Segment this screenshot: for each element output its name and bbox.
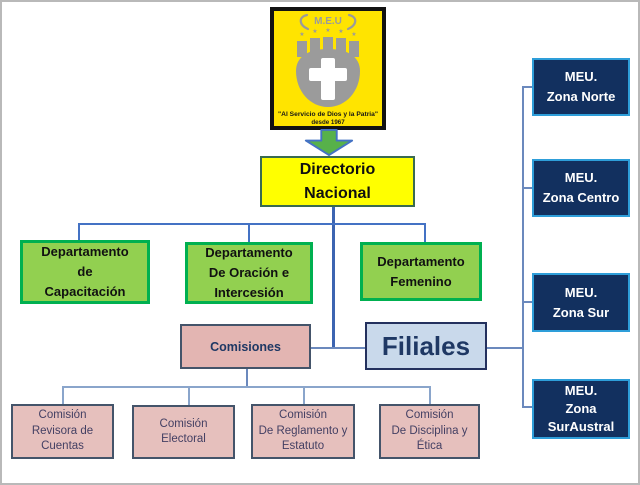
node-label-line: MEU. [564, 69, 598, 84]
node-label-line: Zona [565, 401, 597, 416]
connector-comm3-drop [303, 386, 305, 405]
node-label-line: De Oración e [208, 265, 290, 280]
node-label-line: SurAustral [547, 419, 615, 434]
connector-zones-trunk [522, 86, 524, 408]
star-icon: ★ [338, 28, 343, 35]
node-label-line: Femenino [390, 273, 452, 289]
connector-filiales-zones [487, 347, 524, 349]
node-comisiones: Comisiones [180, 324, 311, 369]
node-label-line: MEU. [564, 284, 598, 300]
connector-comisiones-drop [246, 369, 248, 387]
node-label-line: Comisiones [210, 339, 281, 354]
node-label-line: Cuentas [41, 440, 84, 453]
node-label-line: Zona Norte [546, 89, 616, 104]
node-meu-zona-norte: MEU. Zona Norte [532, 58, 630, 116]
node-label-line: Nacional [304, 184, 371, 202]
node-meu-zona-centro: MEU. Zona Centro [532, 159, 630, 217]
connector-comm1-drop [62, 386, 64, 405]
connector-dept2-drop [248, 223, 250, 242]
node-departamento-femenino: Departamento Femenino [360, 242, 482, 301]
node-label-line: Departamento [205, 245, 293, 260]
connector-zone4-stub [522, 406, 533, 408]
node-label-line: Directorio [299, 160, 376, 178]
star-icon: ★ [299, 31, 304, 38]
node-label-line: Departamento [377, 253, 465, 269]
node-label-line: Comisión [159, 417, 208, 430]
node-departamento-oracion: Departamento De Oración e Intercesión [185, 242, 313, 304]
node-comision-revisora: Comisión Revisora de Cuentas [11, 404, 114, 459]
node-label-line: Departamento [41, 244, 129, 259]
node-comision-electoral: Comisión Electoral [132, 405, 235, 459]
connector-comm2-drop [188, 386, 190, 406]
node-label-line: Electoral [161, 433, 206, 445]
node-comision-disciplina: Comisión De Disciplina y Ética [379, 404, 480, 459]
connector-comisiones-filiales [311, 347, 365, 349]
connector-commissions-bar [62, 386, 430, 388]
node-meu-zona-suraustral: MEU. Zona SurAustral [532, 379, 630, 439]
node-label-line: Intercesión [214, 285, 284, 300]
meu-shield-icon: M.E.U ★ ★ ★ ★ ★ "Al Servicio de Dios y l… [278, 13, 378, 126]
connector-root-trunk [332, 207, 335, 349]
logo-acronym: M.E.U [314, 16, 342, 27]
node-label-line: MEU. [564, 170, 598, 185]
node-label-line: Revisora de [31, 424, 94, 437]
node-label-line: Estatuto [281, 440, 325, 453]
star-icon: ★ [325, 27, 330, 34]
node-comision-reglamento: Comisión De Reglamento y Estatuto [251, 404, 355, 459]
connector-zone2-stub [522, 187, 533, 189]
node-label-line: Comisión [38, 409, 87, 422]
node-label-line: MEU. [564, 383, 598, 398]
node-label-line: Zona Sur [552, 304, 610, 320]
node-filiales: Filiales [365, 322, 487, 370]
node-departamento-capacitacion: Departamento de Capacitación [20, 240, 150, 304]
node-label-line: De Reglamento y [258, 424, 348, 437]
node-label-line: De Disciplina y [391, 424, 468, 437]
node-label-line: Filiales [381, 330, 471, 361]
star-icon: ★ [351, 31, 356, 38]
meu-logo: M.E.U ★ ★ ★ ★ ★ "Al Servicio de Dios y l… [270, 7, 386, 130]
node-label-line: Ética [416, 440, 443, 453]
connector-zone1-stub [522, 86, 533, 88]
node-directorio-nacional: Directorio Nacional [260, 156, 415, 207]
node-label-line: de [77, 264, 93, 279]
connector-dept3-drop [424, 223, 426, 242]
logo-motto: "Al Servicio de Dios y la Patria" [278, 111, 378, 118]
connector-departments-bar [78, 223, 425, 225]
node-label-line: Zona Centro [542, 190, 620, 205]
connector-zone3-stub [522, 301, 533, 303]
connector-dept1-drop [78, 223, 80, 240]
node-label-line: Comisión [405, 409, 454, 422]
logo-since: desde 1967 [311, 119, 345, 126]
down-arrow-icon [302, 129, 356, 156]
node-label-line: Comisión [279, 409, 327, 422]
star-icon: ★ [312, 28, 317, 35]
node-label-line: Capacitación [44, 284, 126, 299]
node-meu-zona-sur: MEU. Zona Sur [532, 273, 630, 332]
connector-comm4-drop [429, 386, 431, 405]
